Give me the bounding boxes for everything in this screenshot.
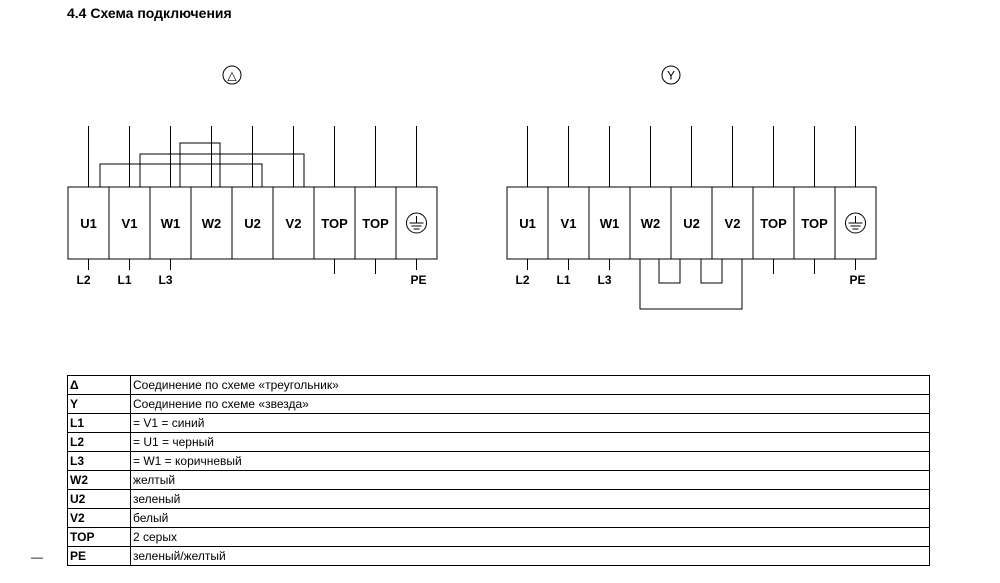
delta-symbol-text: △ <box>227 69 237 83</box>
terminal-label: TOP <box>362 216 389 231</box>
legend-description: 2 серых <box>130 527 930 547</box>
terminal-label: U1 <box>519 216 536 231</box>
legend-code: L2 <box>67 432 131 452</box>
legend-code: Δ <box>67 375 131 395</box>
legend-code: TOP <box>67 527 131 547</box>
legend-code: V2 <box>67 508 131 528</box>
legend-description: Соединение по схеме «звезда» <box>130 394 930 414</box>
terminal-label: W1 <box>600 216 620 231</box>
terminal-label: U2 <box>244 216 261 231</box>
lead-label: L2 <box>76 273 90 287</box>
delta-symbol: △ <box>222 65 242 85</box>
margin-mark: — <box>31 550 43 564</box>
legend-description: Соединение по схеме «треугольник» <box>130 375 930 395</box>
legend-description: белый <box>130 508 930 528</box>
lead-label: PE <box>849 273 865 287</box>
star-terminal-block: U1 V1 W1 W2 U2 V2 TOP TOP L2 L1 L3 PE <box>506 126 877 287</box>
terminal-label: V2 <box>286 216 302 231</box>
star-bridges <box>639 259 743 310</box>
lead-label: L2 <box>515 273 529 287</box>
star-symbol-text: Y <box>667 69 675 83</box>
terminal-label: W1 <box>161 216 181 231</box>
terminal-label: V1 <box>561 216 577 231</box>
terminal-label: TOP <box>801 216 828 231</box>
delta-terminal-block: U1 V1 W1 W2 U2 V2 TOP TOP L2 L1 L3 PE <box>67 126 438 287</box>
legend-description: зеленый/желтый <box>130 546 930 566</box>
legend-row: L2= U1 = черный <box>67 432 930 452</box>
ground-icon <box>845 212 866 234</box>
lead-label: L1 <box>117 273 131 287</box>
legend-description: желтый <box>130 470 930 490</box>
star-symbol: Y <box>661 65 681 85</box>
terminal-label: V1 <box>122 216 138 231</box>
terminal-label: TOP <box>760 216 787 231</box>
legend-row: L3= W1 = коричневый <box>67 451 930 471</box>
ground-icon <box>406 212 427 234</box>
legend-code: L3 <box>67 451 131 471</box>
lead-label: L3 <box>158 273 172 287</box>
terminal-label: U2 <box>683 216 700 231</box>
legend-code: W2 <box>67 470 131 490</box>
legend-code: PE <box>67 546 131 566</box>
legend-description: = W1 = коричневый <box>130 451 930 471</box>
legend-code: L1 <box>67 413 131 433</box>
lead-label: L1 <box>556 273 570 287</box>
terminal-label: W2 <box>641 216 661 231</box>
lead-label: PE <box>410 273 426 287</box>
lead-label: L3 <box>597 273 611 287</box>
legend-description: зеленый <box>130 489 930 509</box>
legend-description: = V1 = синий <box>130 413 930 433</box>
terminal-label: V2 <box>725 216 741 231</box>
legend-description: = U1 = черный <box>130 432 930 452</box>
delta-bridges <box>99 142 305 187</box>
legend-code: Y <box>67 394 131 414</box>
terminal-label: TOP <box>321 216 348 231</box>
terminal-label: U1 <box>80 216 97 231</box>
page-title: 4.4 Схема подключения <box>67 5 232 21</box>
legend-row: L1= V1 = синий <box>67 413 930 433</box>
terminal-label: W2 <box>202 216 222 231</box>
legend-code: U2 <box>67 489 131 509</box>
